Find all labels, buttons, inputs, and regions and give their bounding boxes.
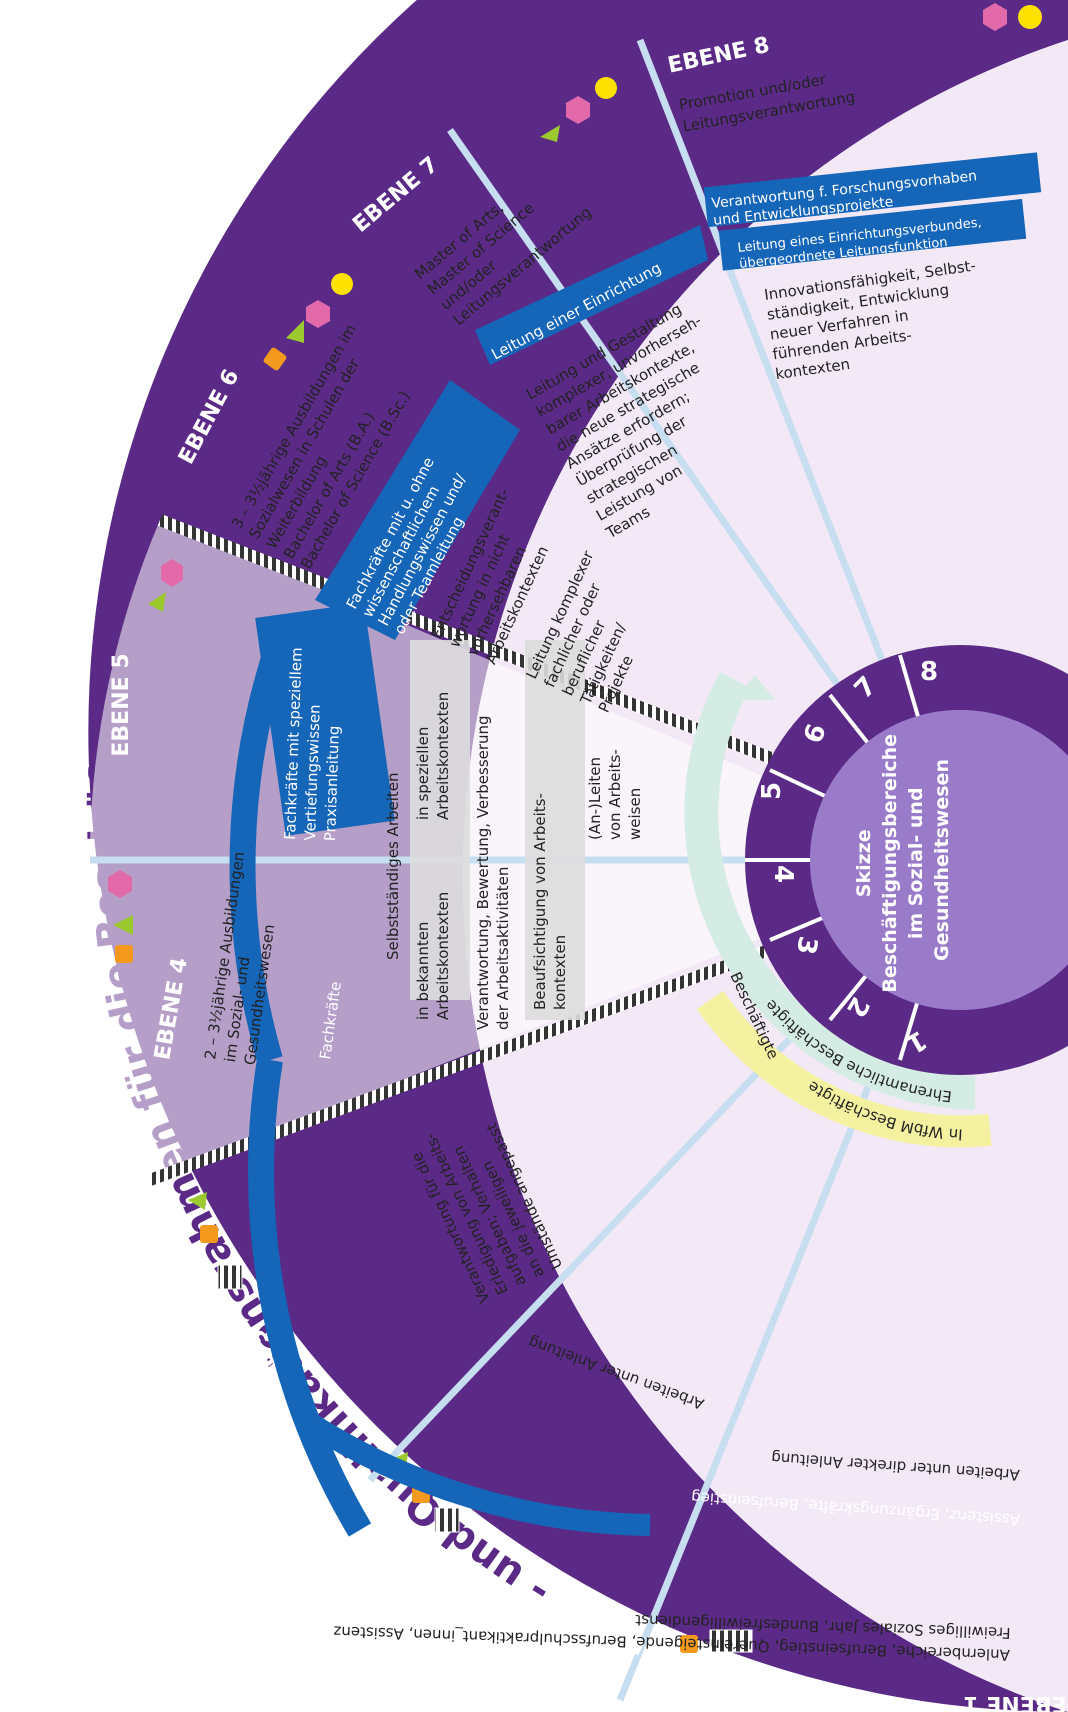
ebene-1-symbols (680, 1629, 753, 1653)
comp-anleiten: (An-)Leiten von Arbeits- weisen (586, 744, 644, 840)
hub: 1 2 3 4 5 6 7 8 Skizze Beschäftigungsber… (745, 645, 1068, 1075)
arrow-up-icon (735, 675, 775, 700)
ebene-7-symbols (540, 77, 617, 142)
comp-bewertung-line1: Verantwortung, Bewertung, Verbesserung (474, 715, 492, 1030)
band-fachkraefte-speziell-line3: Praxisanleitung (321, 725, 343, 841)
hub-number-4: 4 (768, 865, 798, 883)
hub-number-5: 5 (757, 782, 787, 800)
ebene-8-symbols (983, 3, 1042, 31)
comp-innovation: Innovationsfähigkeit, Selbst- ständigkei… (763, 256, 993, 383)
yellow-circle-icon (1018, 5, 1042, 29)
ebene-3-symbols (188, 1192, 243, 1290)
lime-triangle-icon (148, 592, 166, 612)
lime-triangle-icon (286, 320, 304, 343)
band-fachkraefte-speziell-line2: Vertiefungswissen (301, 704, 324, 841)
orange-square-icon (680, 1635, 698, 1653)
pink-hexagon-icon (983, 3, 1007, 31)
ebene-1-label: EBENE 1 (963, 1691, 1066, 1712)
comp-anleiten-line1: (An-)Leiten (586, 757, 604, 840)
comp-bekannt-line1: in bekannten (414, 922, 432, 1020)
lime-triangle-icon (188, 1192, 207, 1210)
comp-beaufsichtigung-line2: kontexten (551, 935, 569, 1010)
comp-bekannt-line2: Arbeitskontexten (434, 892, 452, 1020)
hub-line-4: Gesundheitswesen (931, 759, 953, 961)
ebene-5-symbols (148, 559, 183, 612)
orange-square-icon (200, 1225, 218, 1243)
comp-anleiten-line3: weisen (626, 788, 644, 840)
level-symbols (108, 3, 1042, 1653)
comp-beaufsichtigung-line1: Beaufsichtigung von Arbeits- (531, 793, 549, 1010)
hub-center-text: Skizze Beschäftigungsbereiche im Sozial-… (853, 727, 953, 992)
band-fachkraefte-speziell: Fachkräfte mit speziellem Vertiefungswis… (281, 642, 346, 841)
comp-bewertung: Verantwortung, Bewertung, Verbesserung d… (474, 711, 512, 1030)
ebene-5-label: EBENE 5 (109, 653, 134, 756)
grey-columns (410, 640, 585, 1020)
ebene-6-symbols (263, 273, 353, 371)
hatched-square-icon (709, 1629, 753, 1653)
hub-line-1: Skizze (853, 829, 875, 897)
hub-number-8: 8 (920, 657, 938, 687)
comp-beaufsichtigung: Beaufsichtigung von Arbeits- kontexten (531, 788, 569, 1010)
pink-hexagon-icon (306, 300, 330, 328)
yellow-circle-icon (331, 273, 353, 295)
yellow-circle-icon (595, 77, 617, 99)
ebene-4-symbols (108, 870, 133, 963)
comp-entscheidung: Entscheidungsverant- wortung in nicht vo… (427, 481, 569, 667)
lime-triangle-icon (540, 125, 560, 142)
pink-hexagon-icon (161, 559, 183, 587)
blue-bands (229, 152, 1042, 1537)
outer-ring (88, 0, 1068, 1712)
hub-line-2: Beschäftigungsbereiche (879, 734, 901, 993)
orange-square-icon (263, 347, 287, 371)
hub-number-3: 3 (790, 934, 823, 957)
comp-speziell: in speziellen Arbeitskontexten (414, 692, 452, 820)
lime-triangle-icon (113, 915, 133, 935)
comp-speziell-line1: in speziellen (414, 727, 432, 820)
comp-selbst: Selbstständiges Arbeiten (384, 772, 402, 960)
orange-square-icon (115, 945, 133, 963)
comp-anleiten-line2: von Arbeits- (606, 749, 624, 840)
hatched-square-icon (217, 1264, 243, 1290)
comp-speziell-line2: Arbeitskontexten (434, 692, 452, 820)
comp-bewertung-line2: der Arbeitsaktivitäten (494, 867, 512, 1030)
pink-hexagon-icon (566, 96, 590, 124)
hatched-square-icon (434, 1507, 460, 1533)
hub-line-3: im Sozial- und (905, 787, 927, 939)
comp-bekannt: in bekannten Arbeitskontexten (414, 892, 452, 1020)
pink-hexagon-icon (108, 870, 132, 898)
